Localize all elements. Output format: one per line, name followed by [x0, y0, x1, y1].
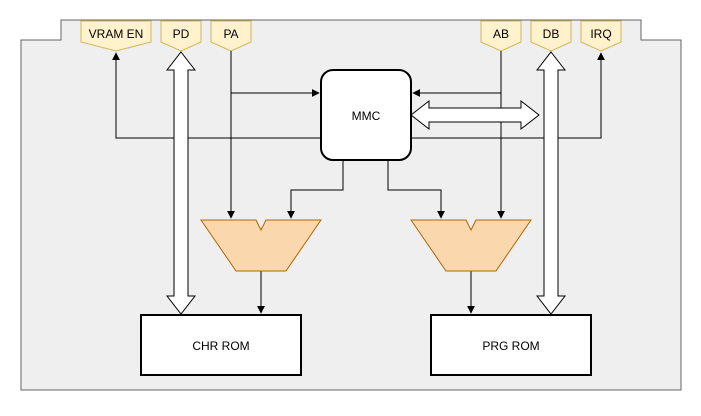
wire-mmc-to-vram-en	[112, 52, 321, 139]
connector-pd-label: PD	[173, 27, 190, 41]
connector-db-shape	[530, 20, 572, 52]
prg-rom-box	[430, 314, 592, 376]
connector-irq: IRQ	[580, 20, 622, 52]
chr-rom-label: CHR ROM	[192, 339, 249, 353]
connector-pd-shape	[160, 20, 202, 52]
connector-db: DB	[530, 20, 572, 52]
connector-vram-en: VRAM EN	[80, 20, 152, 52]
connector-db-label: DB	[543, 27, 560, 41]
wire-mmc-to-prg-mux	[387, 160, 445, 219]
prg-address-mux	[410, 219, 532, 272]
connector-pa-shape	[210, 20, 252, 52]
connector-irq-shape	[580, 20, 622, 52]
wire-mmc-to-chr-mux	[287, 160, 344, 219]
connector-pa-label: PA	[223, 27, 238, 41]
prg-rom-label: PRG ROM	[482, 339, 539, 353]
prg-rom-block: PRG ROM	[430, 314, 592, 376]
connector-pd: PD	[160, 20, 202, 52]
chr-rom-box	[140, 314, 302, 376]
mmc-label: MMC	[352, 109, 381, 123]
connector-ab: AB	[480, 20, 522, 52]
connector-pa: PA	[210, 20, 252, 52]
mmc-data-bus-arrow	[410, 99, 540, 131]
connector-irq-label: IRQ	[590, 27, 611, 41]
wire-mmc-to-irq	[411, 52, 605, 139]
mmc-block: MMC	[320, 69, 412, 161]
connector-vram-en-label: VRAM EN	[89, 27, 144, 41]
connector-ab-shape	[480, 20, 522, 52]
chr-address-mux	[200, 219, 322, 272]
connector-ab-label: AB	[493, 27, 509, 41]
chr-rom-block: CHR ROM	[140, 314, 302, 376]
connector-vram-en-shape	[80, 20, 152, 52]
